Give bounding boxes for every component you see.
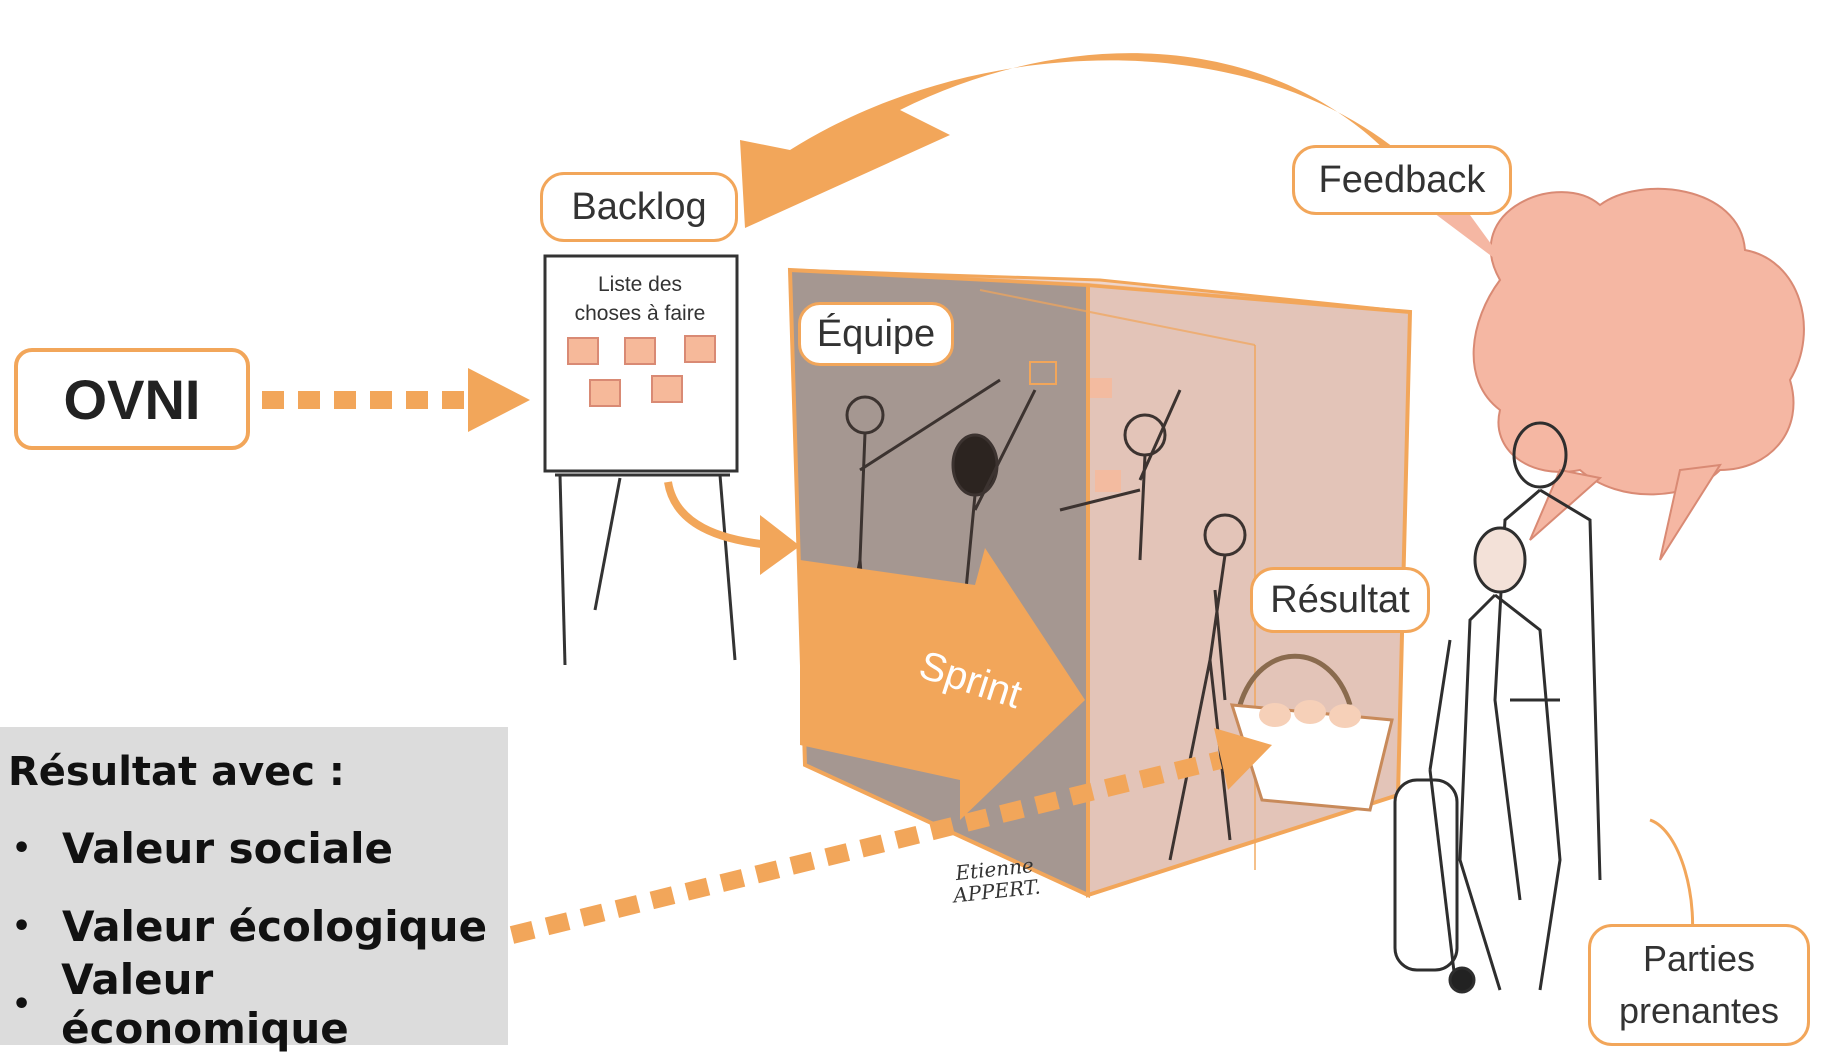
feedback-arrow [740,53,1435,228]
bullet-icon: • [12,908,32,944]
stakeholders-label: Parties prenantes [1588,924,1810,1046]
backlog-cards [567,335,716,407]
result-panel-list: • Valeur sociale • Valeur écologique • Vale… [8,809,508,1054]
ovni-label: OVNI [63,367,201,431]
backlog-label-text: Backlog [571,186,707,228]
result-label-text: Résultat [1270,579,1410,621]
list-item: • Valeur sociale [8,809,508,887]
list-item-text: Valeur économique [61,955,349,1053]
feedback-cloud [1410,187,1805,561]
easel-to-box-arrowhead [760,515,800,575]
list-item: • Valeur économique [8,955,508,1053]
feedback-label-text: Feedback [1318,159,1486,201]
sprint-arrow [800,548,1085,820]
ovni-box: OVNI [14,348,250,450]
result-dotted-arrow [509,728,1272,944]
signature: Etienne APPERT. [950,853,1041,907]
list-item: • Valeur écologique [8,887,508,965]
bullet-icon: • [12,830,32,866]
board-line-2: choses à faire [574,302,706,325]
result-label: Résultat [1250,567,1430,633]
stakeholders-line-1: Parties [1642,938,1756,979]
result-panel: Résultat avec : • Valeur sociale • Valeur … [0,727,508,1054]
board-line-1: Liste des [597,273,683,296]
backlog-label: Backlog [540,172,738,242]
feedback-label: Feedback [1292,145,1512,215]
ovni-arrow [262,368,530,432]
team-label-text: Équipe [816,313,936,355]
result-panel-title: Résultat avec : [8,749,345,795]
team-label: Équipe [798,302,954,366]
easel-to-box-arrow [664,481,771,549]
backlog-easel [543,254,739,666]
stakeholders-figures [1393,421,1602,994]
board-text: Liste des choses à faire [560,270,720,328]
list-item-text: Valeur sociale [62,823,394,873]
list-item-text: Valeur écologique [62,901,488,951]
stakeholders-line-2: prenantes [1618,990,1780,1031]
result-basket [1229,653,1394,812]
bullet-icon: • [12,986,32,1022]
